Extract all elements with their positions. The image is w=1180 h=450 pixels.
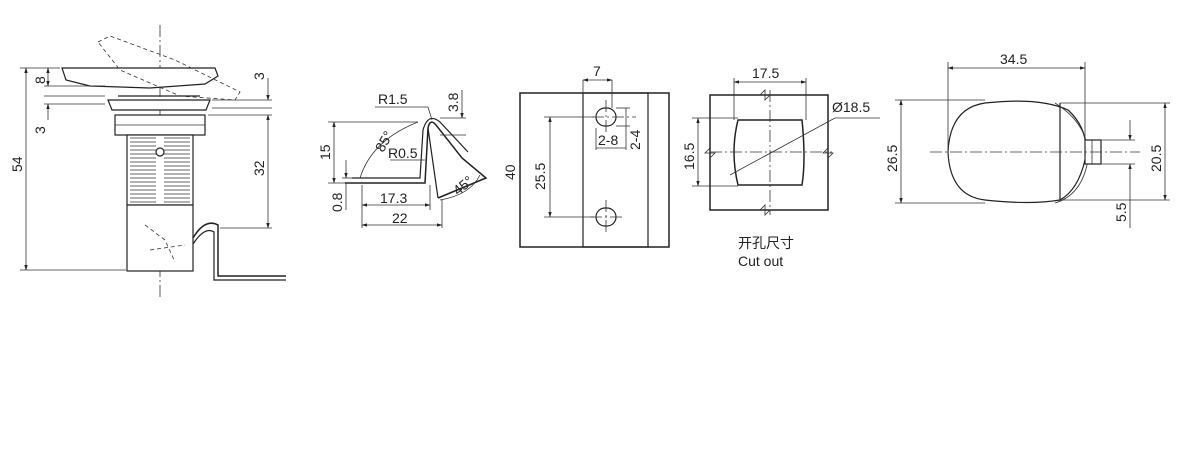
- dim-r0-5: R0.5: [388, 145, 418, 161]
- dim-17-3: 17.3: [380, 190, 407, 206]
- dim-0-8: 0.8: [329, 192, 345, 212]
- dim-15: 15: [317, 144, 333, 160]
- caption-en: Cut out: [738, 253, 783, 269]
- dim-32: 32: [251, 160, 267, 176]
- dim-3-left: 3: [32, 126, 48, 134]
- dim-dia-18-5: Ø18.5: [832, 99, 870, 115]
- side-cam: [192, 222, 286, 277]
- dim-22: 22: [392, 210, 408, 226]
- dim-8: 8: [32, 76, 48, 84]
- caption-cn: 开孔尺寸: [738, 235, 794, 251]
- side-handle: [61, 67, 219, 89]
- cutout-view: Ø18.5 17.5 16.5 开孔尺寸 Cut out: [681, 65, 880, 269]
- front-view: 2-8 2-4 7 25.5 40: [502, 63, 670, 248]
- dim-2-8: 2-8: [598, 132, 618, 148]
- side-screw: [155, 147, 165, 157]
- dim-25-5: 25.5: [532, 163, 548, 190]
- side-view: 54 8 3 3 32: [9, 25, 286, 298]
- dim-26-5: 26.5: [884, 145, 900, 172]
- dim-r1-5: R1.5: [378, 91, 408, 107]
- dim-40: 40: [502, 164, 518, 180]
- dim-7: 7: [593, 63, 601, 79]
- dim-2-4: 2-4: [627, 130, 643, 150]
- dim-3-8: 3.8: [445, 92, 461, 112]
- dim-angle-45: 45°: [450, 172, 477, 198]
- cutout-frame: [709, 94, 829, 211]
- dim-17-5: 17.5: [752, 65, 779, 81]
- dim-20-5: 20.5: [1148, 145, 1164, 172]
- dim-16-5: 16.5: [681, 143, 697, 170]
- dim-34-5: 34.5: [1000, 51, 1027, 67]
- side-handle-raised: [97, 35, 241, 101]
- cam-profile: [345, 121, 488, 199]
- side-head: [107, 99, 211, 111]
- top-view: 34.5 26.5 20.5 5.5: [884, 51, 1170, 228]
- cam-view: R1.5 R0.5 85° 45° 3.8 15 0.8 17.3 22: [317, 90, 488, 228]
- dim-54: 54: [9, 156, 25, 172]
- side-cylinder: [126, 204, 194, 272]
- dim-3-right: 3: [251, 72, 267, 80]
- cutout-hole: [733, 119, 805, 186]
- dim-5-5: 5.5: [1113, 202, 1129, 222]
